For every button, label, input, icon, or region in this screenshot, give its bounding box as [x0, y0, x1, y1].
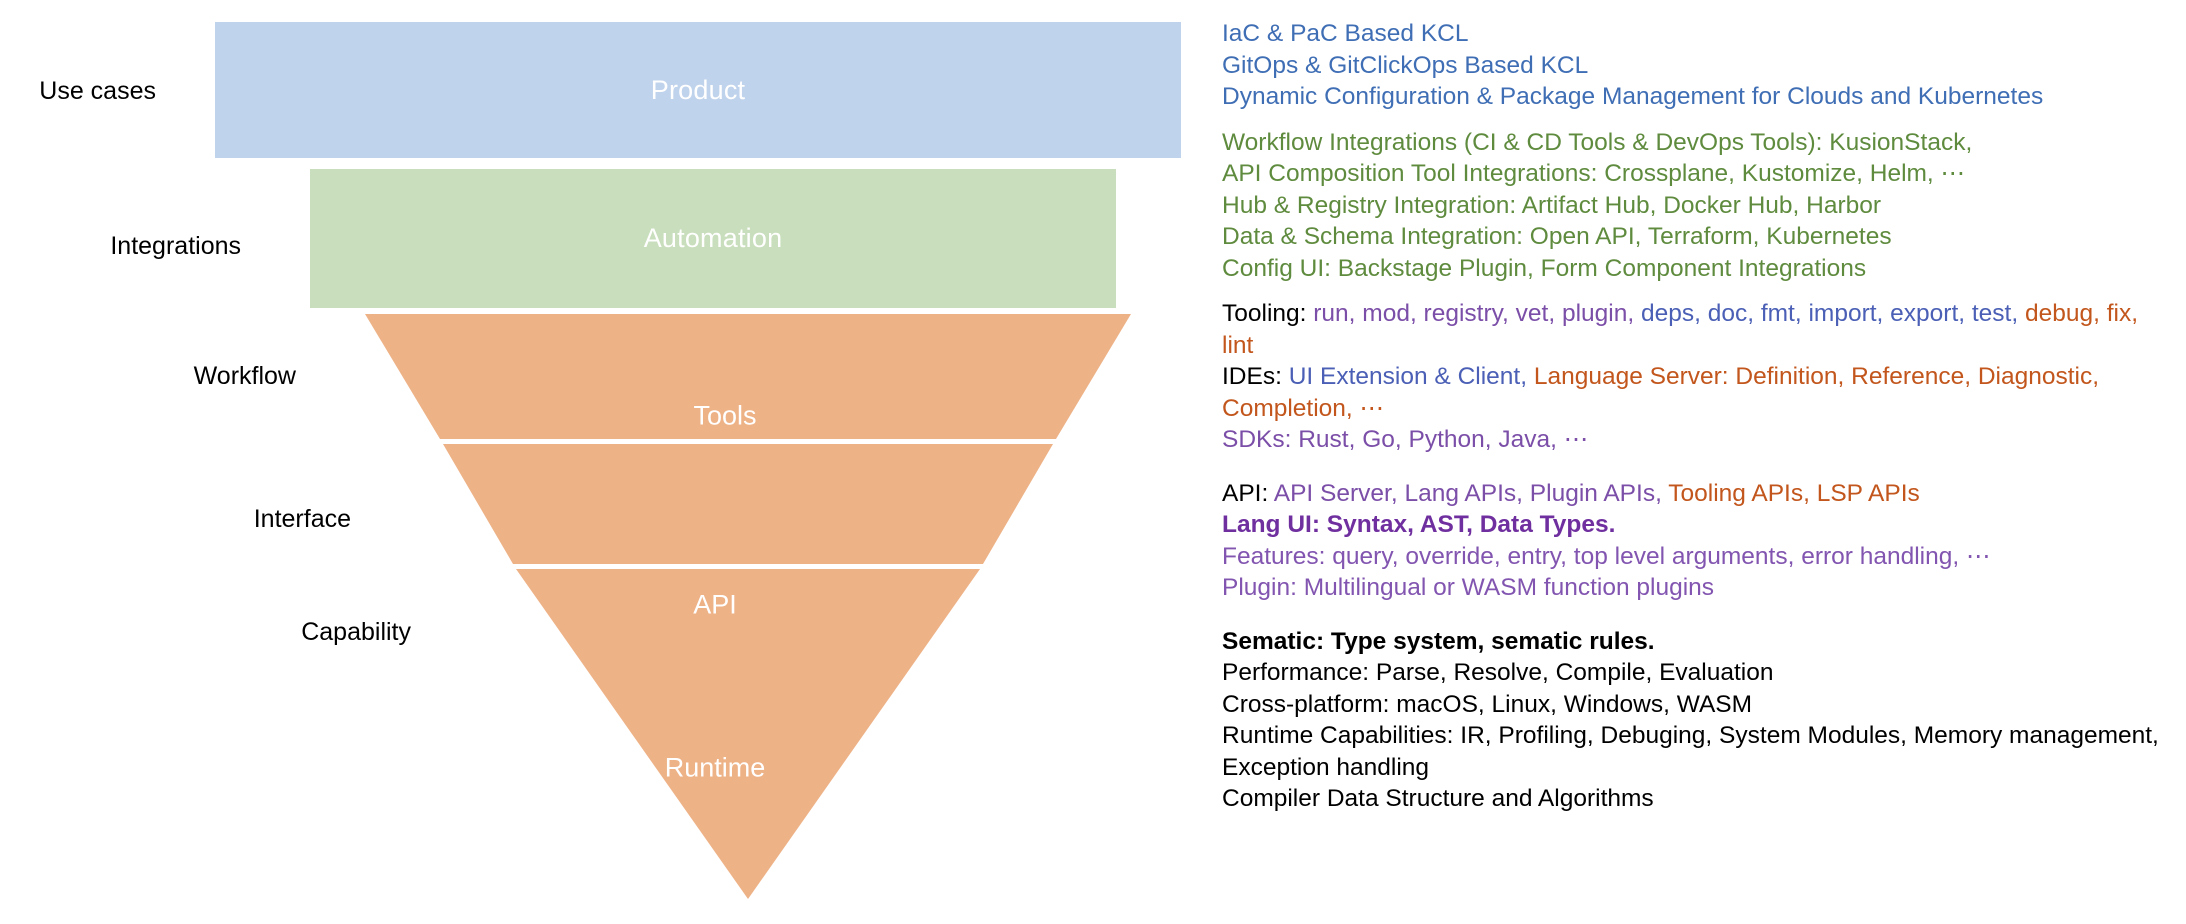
- funnel-segment-runtime[interactable]: [516, 569, 980, 899]
- stage-label-workflow: Workflow: [193, 362, 296, 390]
- funnel-diagram: Product Automation Tools API Runtime: [0, 22, 1181, 914]
- ides-orange-items: Language Server: Definition, Reference, …: [1222, 363, 2100, 422]
- ides-line: IDEs: UI Extension & Client, Language Se…: [1222, 361, 2172, 424]
- tooling-indigo-items: deps, doc, fmt, import, export, test,: [1634, 300, 2019, 327]
- stage-label-use-cases: Use cases: [39, 77, 156, 105]
- description-group-workflow: Tooling: run, mod, registry, vet, plugin…: [1222, 298, 2172, 456]
- divider-spacer-1: [1222, 113, 2172, 127]
- plugin-line: Plugin: Multilingual or WASM function pl…: [1222, 574, 1715, 601]
- use-case-line-1: IaC & PaC Based KCL: [1222, 20, 1469, 47]
- description-group-use-cases: IaC & PaC Based KCL GitOps & GitClickOps…: [1222, 18, 2172, 113]
- tooling-label: Tooling:: [1222, 300, 1307, 327]
- funnel-segment-api[interactable]: [443, 444, 1053, 564]
- divider-spacer-3: [1222, 456, 2172, 478]
- capability-line-4: Compiler Data Structure and Algorithms: [1222, 785, 1654, 812]
- funnel-triangle-svg: [365, 314, 1131, 899]
- features-line: Features: query, override, entry, top le…: [1222, 542, 1991, 570]
- funnel-band-runtime-label: Runtime: [664, 752, 766, 783]
- api-label: API:: [1222, 479, 1269, 507]
- ides-indigo-items: UI Extension & Client,: [1281, 363, 1528, 390]
- description-group-integrations: Workflow Integrations (CI & CD Tools & D…: [1222, 127, 2172, 285]
- use-case-line-2: GitOps & GitClickOps Based KCL: [1222, 51, 1589, 79]
- description-group-capability: Sematic: Type system, sematic rules. Per…: [1222, 626, 2172, 815]
- ides-label: IDEs:: [1222, 363, 1282, 390]
- funnel-segment-tools[interactable]: [365, 314, 1131, 439]
- integration-line-1: Workflow Integrations (CI & CD Tools & D…: [1222, 128, 1973, 156]
- description-group-interface: API: API Server, Lang APIs, Plugin APIs,…: [1222, 478, 2172, 604]
- tooling-orange-items: debug, fix, lint: [1222, 300, 2139, 359]
- funnel-band-automation-label: Automation: [643, 223, 783, 253]
- funnel-band-product[interactable]: Product: [215, 22, 1181, 158]
- funnel-triangle-group: [0, 314, 1180, 914]
- sdks-line: SDKs: Rust, Go, Python, Java, ⋯: [1222, 426, 1589, 453]
- funnel-band-product-label: Product: [650, 74, 746, 105]
- stage-label-capability: Capability: [301, 618, 411, 646]
- funnel-band-automation[interactable]: Automation: [310, 169, 1116, 308]
- description-column: IaC & PaC Based KCL GitOps & GitClickOps…: [1222, 18, 2172, 815]
- divider-spacer-2: [1222, 284, 2172, 298]
- sematic-line: Sematic: Type system, sematic rules.: [1222, 627, 1655, 655]
- tooling-line: Tooling: run, mod, registry, vet, plugin…: [1222, 298, 2172, 361]
- api-line: API: API Server, Lang APIs, Plugin APIs,…: [1222, 478, 2172, 510]
- stage-label-integrations: Integrations: [110, 232, 241, 260]
- integration-line-2: API Composition Tool Integrations: Cross…: [1222, 160, 1966, 187]
- use-case-line-3: Dynamic Configuration & Package Manageme…: [1222, 83, 2044, 110]
- capability-line-1: Performance: Parse, Resolve, Compile, Ev…: [1222, 659, 1774, 686]
- integration-line-5: Config UI: Backstage Plugin, Form Compon…: [1222, 254, 1867, 282]
- api-orange-items: Tooling APIs, LSP APIs: [1661, 479, 1920, 507]
- stage-label-interface: Interface: [253, 505, 351, 533]
- integration-line-4: Data & Schema Integration: Open API, Ter…: [1222, 223, 1892, 250]
- funnel-band-tools-label: Tools: [693, 400, 757, 431]
- integration-line-3: Hub & Registry Integration: Artifact Hub…: [1222, 191, 1882, 219]
- api-purple-items: API Server, Lang APIs, Plugin APIs,: [1268, 479, 1662, 507]
- lang-ui-line: Lang UI: Syntax, AST, Data Types.: [1222, 511, 1616, 538]
- divider-spacer-4: [1222, 604, 2172, 626]
- tooling-purple-items: run, mod, registry, vet, plugin,: [1306, 300, 1635, 327]
- capability-line-3: Runtime Capabilities: IR, Profiling, Deb…: [1222, 722, 2159, 781]
- capability-line-2: Cross-platform: macOS, Linux, Windows, W…: [1222, 690, 1753, 718]
- funnel-band-api-label: API: [693, 589, 737, 620]
